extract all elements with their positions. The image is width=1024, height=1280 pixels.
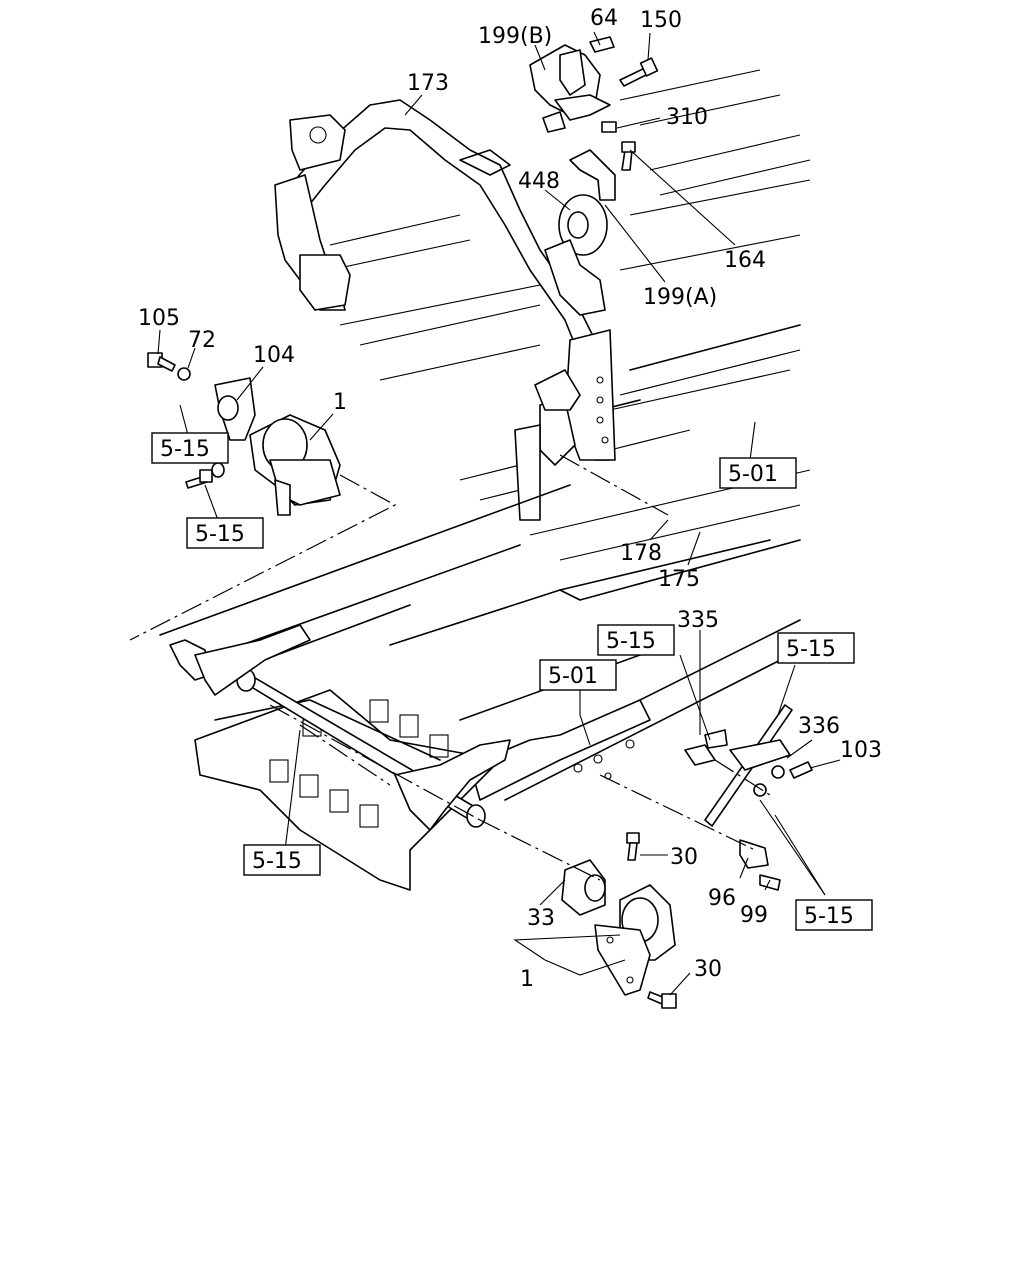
bolt-30-lower	[647, 991, 677, 1009]
label-335: 335	[677, 608, 719, 633]
bracket-104	[214, 377, 256, 441]
crossmember-bar-173	[274, 99, 616, 521]
svg-text:5-15: 5-15	[606, 629, 656, 654]
clamp-199a	[544, 149, 616, 316]
ref-labels: 5-15 5-15 5-01 5-15 5-15 5-01 5-15 5-15	[151, 432, 873, 931]
mount-assembly-right	[594, 884, 676, 996]
label-199b: 199(B)	[478, 24, 552, 49]
label-1-bottom: 1	[520, 967, 534, 992]
clip-64	[589, 36, 615, 53]
bushing-33	[561, 859, 606, 916]
label-33: 33	[527, 906, 555, 931]
center-lines	[129, 454, 771, 881]
label-310: 310	[666, 105, 708, 130]
ref-box-5-01-mid: 5-01	[539, 659, 617, 691]
svg-text:5-15: 5-15	[252, 849, 302, 874]
svg-text:5-15: 5-15	[804, 904, 854, 929]
leader-lines	[157, 31, 841, 996]
ref-box-5-15-a: 5-15	[151, 432, 229, 464]
svg-text:5-15: 5-15	[786, 637, 836, 662]
label-199a: 199(A)	[643, 285, 717, 310]
ref-box-5-15-b: 5-15	[186, 517, 264, 549]
label-448: 448	[518, 169, 560, 194]
bushing-448	[558, 194, 608, 256]
bolt-105	[147, 352, 176, 372]
label-30-b: 30	[694, 957, 722, 982]
label-164: 164	[724, 248, 766, 273]
nut-310	[601, 121, 617, 133]
link-rod-assembly	[684, 704, 813, 891]
svg-text:5-15: 5-15	[160, 437, 210, 462]
label-99: 99	[740, 903, 768, 928]
label-1-top: 1	[333, 390, 347, 415]
svg-text:5-01: 5-01	[548, 664, 598, 689]
frame-hatch-lines	[329, 69, 811, 561]
label-104: 104	[253, 343, 295, 368]
ref-box-5-15-e: 5-15	[243, 844, 321, 876]
label-178: 178	[620, 541, 662, 566]
svg-text:5-01: 5-01	[728, 462, 778, 487]
label-64: 64	[590, 6, 618, 31]
bracket-199b	[529, 44, 611, 133]
chassis-frame-lower	[159, 484, 801, 891]
ref-box-5-15-d: 5-15	[777, 632, 855, 664]
bolt-left-lower	[185, 462, 225, 489]
svg-text:5-15: 5-15	[195, 522, 245, 547]
label-336: 336	[798, 714, 840, 739]
label-30-a: 30	[670, 845, 698, 870]
ref-box-5-15-f: 5-15	[795, 899, 873, 931]
part-labels: 64 150 199(B) 173 310 448 164 199(A) 105…	[138, 6, 882, 992]
bolt-150	[619, 57, 659, 87]
label-173: 173	[407, 71, 449, 96]
bolt-30-upper	[626, 832, 640, 861]
ref-box-5-01-right: 5-01	[719, 457, 797, 489]
label-175: 175	[658, 567, 700, 592]
label-103: 103	[840, 738, 882, 763]
washer-72	[177, 367, 191, 381]
label-72: 72	[188, 328, 216, 353]
label-105: 105	[138, 306, 180, 331]
label-96: 96	[708, 886, 736, 911]
ref-box-5-15-c: 5-15	[597, 624, 675, 656]
label-150: 150	[640, 8, 682, 33]
mount-assembly-left	[249, 414, 341, 516]
bolt-164	[621, 141, 636, 171]
